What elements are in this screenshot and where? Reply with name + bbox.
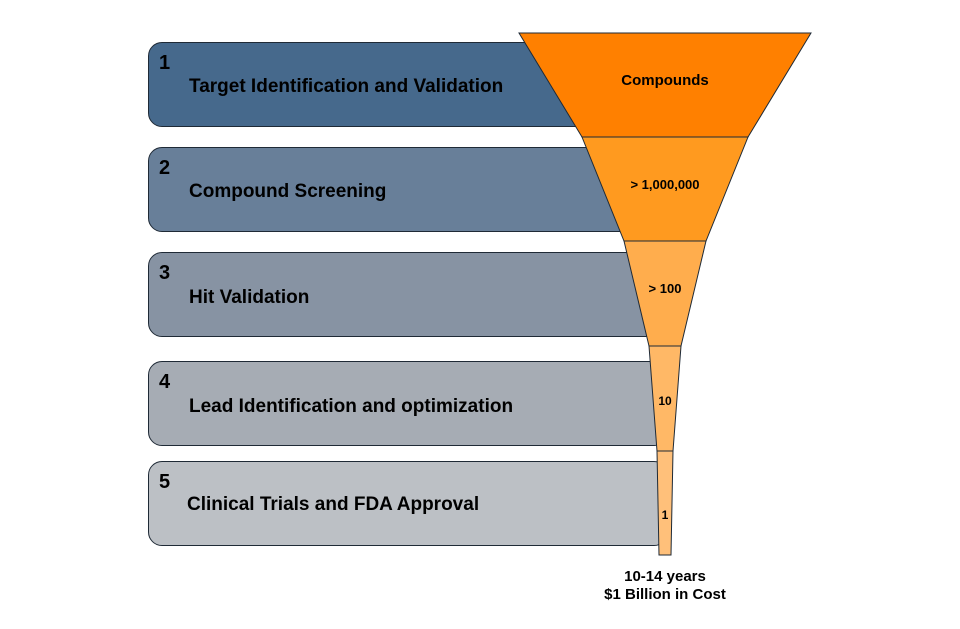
stage-box-4: 4 Lead Identification and optimization — [148, 361, 668, 446]
stage-label: Lead Identification and optimization — [189, 396, 514, 417]
stage-number: 4 — [159, 371, 171, 393]
stage-label: Target Identification and Validation — [189, 76, 504, 97]
stage-box-2: 2 Compound Screening — [148, 147, 668, 232]
stage-label: Compound Screening — [189, 181, 387, 202]
stage-number: 2 — [159, 157, 171, 179]
stage-box-3: 3 Hit Validation — [148, 252, 668, 337]
cost-text: $1 Billion in Cost — [604, 586, 726, 603]
funnel-footer: 10-14 years $1 Billion in Cost — [560, 568, 770, 604]
stage-label: Hit Validation — [189, 287, 310, 308]
stage-number: 3 — [159, 262, 171, 284]
stage-label: Clinical Trials and FDA Approval — [187, 494, 480, 515]
stage-box-1: 1 Target Identification and Validation — [148, 42, 668, 127]
stage-number: 1 — [159, 52, 171, 74]
stage-box-5: 5 Clinical Trials and FDA Approval — [148, 461, 668, 546]
stage-number: 5 — [159, 471, 171, 493]
duration-text: 10-14 years — [624, 568, 706, 585]
